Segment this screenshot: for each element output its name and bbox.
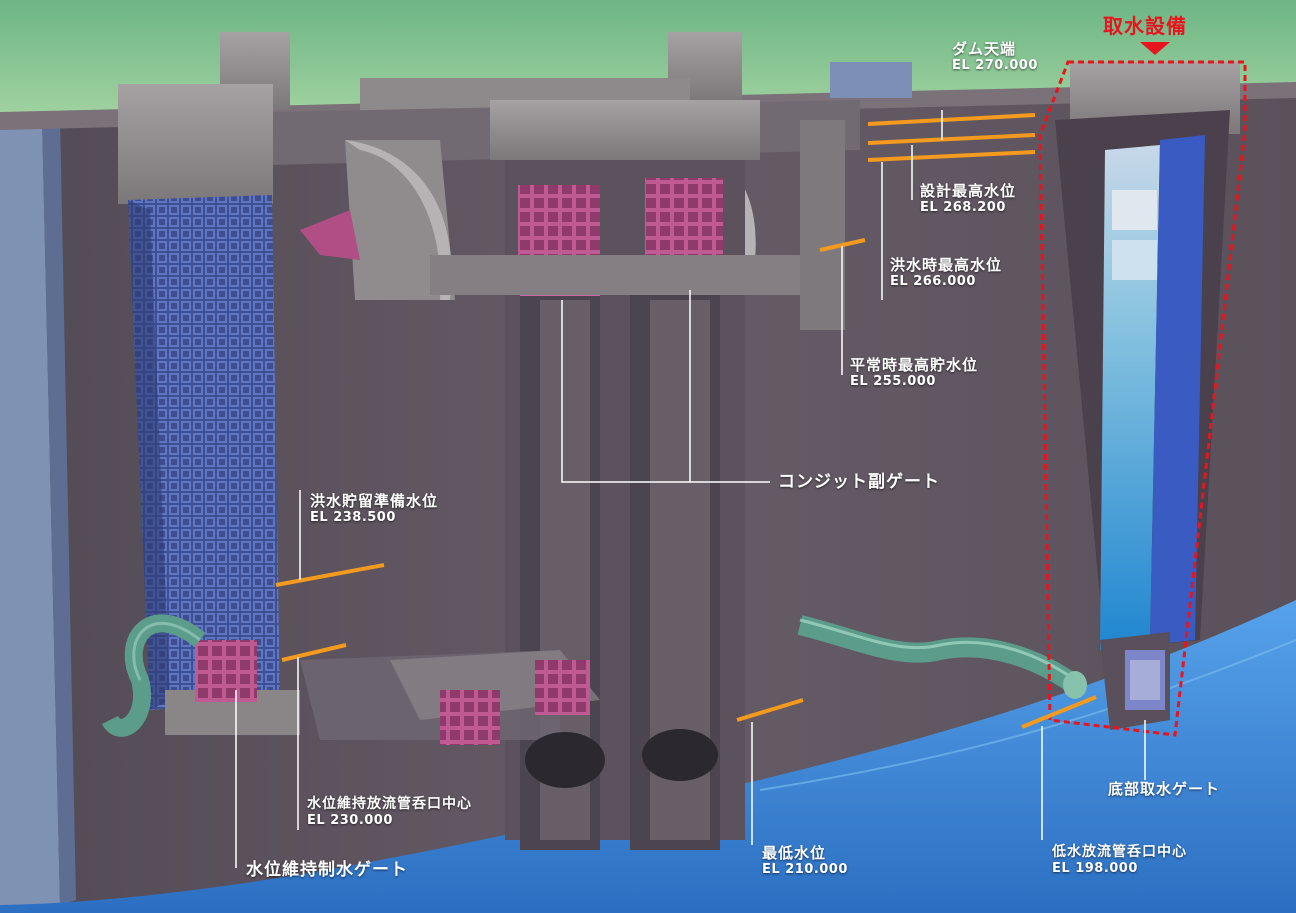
level-name: 洪水時最高水位 xyxy=(890,256,1003,274)
level-elevation: EL 210.000 xyxy=(762,862,848,877)
level-elevation: EL 230.000 xyxy=(307,812,393,828)
level-name: 洪水貯留準備水位 xyxy=(310,492,439,510)
level-name: 低水放流管呑口中心 xyxy=(1052,844,1187,860)
level-elevation: EL 238.500 xyxy=(310,510,396,525)
level-elevation: EL 266.000 xyxy=(890,274,976,289)
maint-control-gate-label: 水位維持制水ゲート xyxy=(246,860,408,880)
level-elevation: EL 255.000 xyxy=(850,374,936,389)
level-elevation: EL 270.000 xyxy=(952,58,1038,73)
level-elevation: EL 198.000 xyxy=(1052,860,1138,876)
level-name: 平常時最高貯水位 xyxy=(850,356,979,374)
level-name: 水位維持放流管呑口中心 xyxy=(307,796,472,812)
level-normal-max: 平常時最高貯水位 EL 255.000 xyxy=(850,356,978,390)
level-maint-outlet: 水位維持放流管呑口中心 EL 230.000 xyxy=(307,796,472,828)
level-design-max: 設計最高水位 EL 268.200 xyxy=(920,182,1016,216)
level-flood-max: 洪水時最高水位 EL 266.000 xyxy=(890,256,1002,290)
level-name: 最低水位 xyxy=(762,844,827,862)
level-dam-crest: ダム天端 EL 270.000 xyxy=(952,40,1038,74)
bottom-intake-gate-label: 底部取水ゲート xyxy=(1108,780,1221,798)
level-flood-prep: 洪水貯留準備水位 EL 238.500 xyxy=(310,492,438,526)
level-low-outlet: 低水放流管呑口中心 EL 198.000 xyxy=(1052,844,1187,876)
level-elevation: EL 268.200 xyxy=(920,200,1006,215)
facility-title: 取水設備 xyxy=(1103,14,1187,38)
level-name: 設計最高水位 xyxy=(920,182,1017,200)
level-name: ダム天端 xyxy=(952,40,1017,58)
level-min: 最低水位 EL 210.000 xyxy=(762,844,848,878)
conduit-subgate-label: コンジット副ゲート xyxy=(778,472,940,492)
